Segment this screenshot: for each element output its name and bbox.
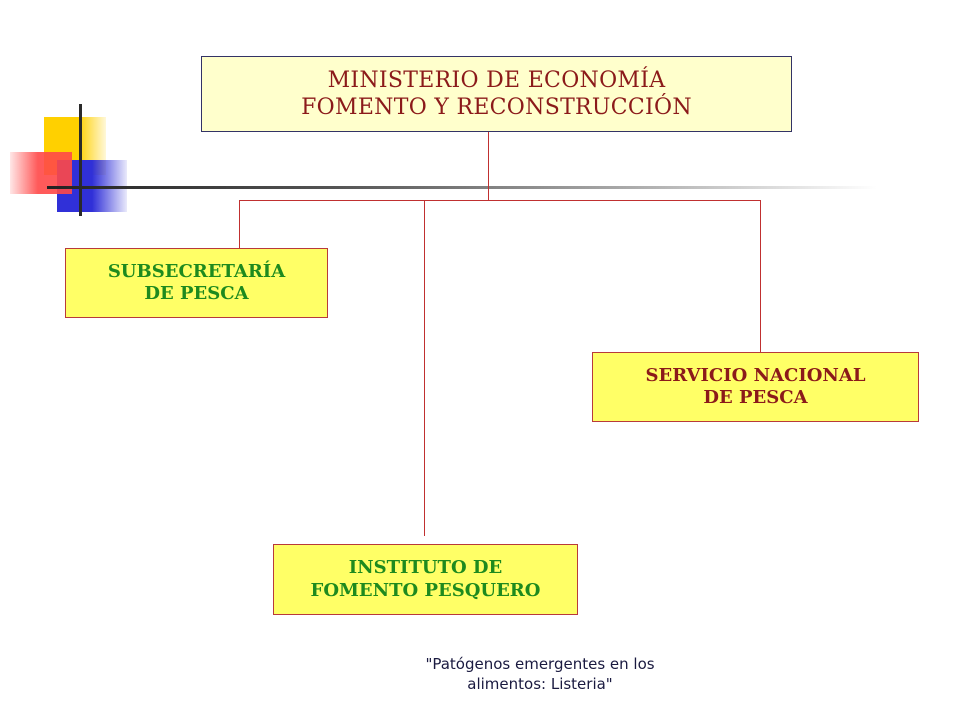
subsecretaria-line-1: SUBSECRETARÍA: [107, 260, 286, 282]
subsecretaria-box: SUBSECRETARÍA DE PESCA: [65, 248, 328, 318]
instituto-line-1: INSTITUTO DE: [348, 557, 503, 578]
slide-footer: "Patógenos emergentes en los alimentos: …: [380, 654, 700, 695]
servicio-box: SERVICIO NACIONAL DE PESCA: [592, 352, 919, 422]
instituto-line-2: FOMENTO PESQUERO: [310, 579, 541, 601]
connector-bus: [239, 200, 761, 201]
subsecretaria-line-2: DE PESCA: [144, 283, 249, 304]
connector-instituto: [424, 200, 425, 536]
servicio-line-1: SERVICIO NACIONAL: [645, 364, 866, 386]
ministry-line-1: MINISTERIO DE ECONOMÍA: [327, 67, 666, 93]
decorative-vertical-line: [79, 104, 82, 216]
decorative-horizontal-line: [47, 186, 877, 189]
ministry-box: MINISTERIO DE ECONOMÍA FOMENTO Y RECONST…: [201, 56, 792, 132]
servicio-line-2: DE PESCA: [703, 387, 808, 408]
instituto-box: INSTITUTO DE FOMENTO PESQUERO: [273, 544, 578, 615]
connector-servicio: [760, 200, 761, 352]
footer-line-1: "Patógenos emergentes en los: [425, 655, 655, 673]
connector-subsecretaria: [239, 200, 240, 248]
connector-trunk: [488, 132, 489, 200]
ministry-line-2: FOMENTO Y RECONSTRUCCIÓN: [301, 95, 692, 120]
footer-line-2: alimentos: Listeria": [467, 675, 613, 694]
